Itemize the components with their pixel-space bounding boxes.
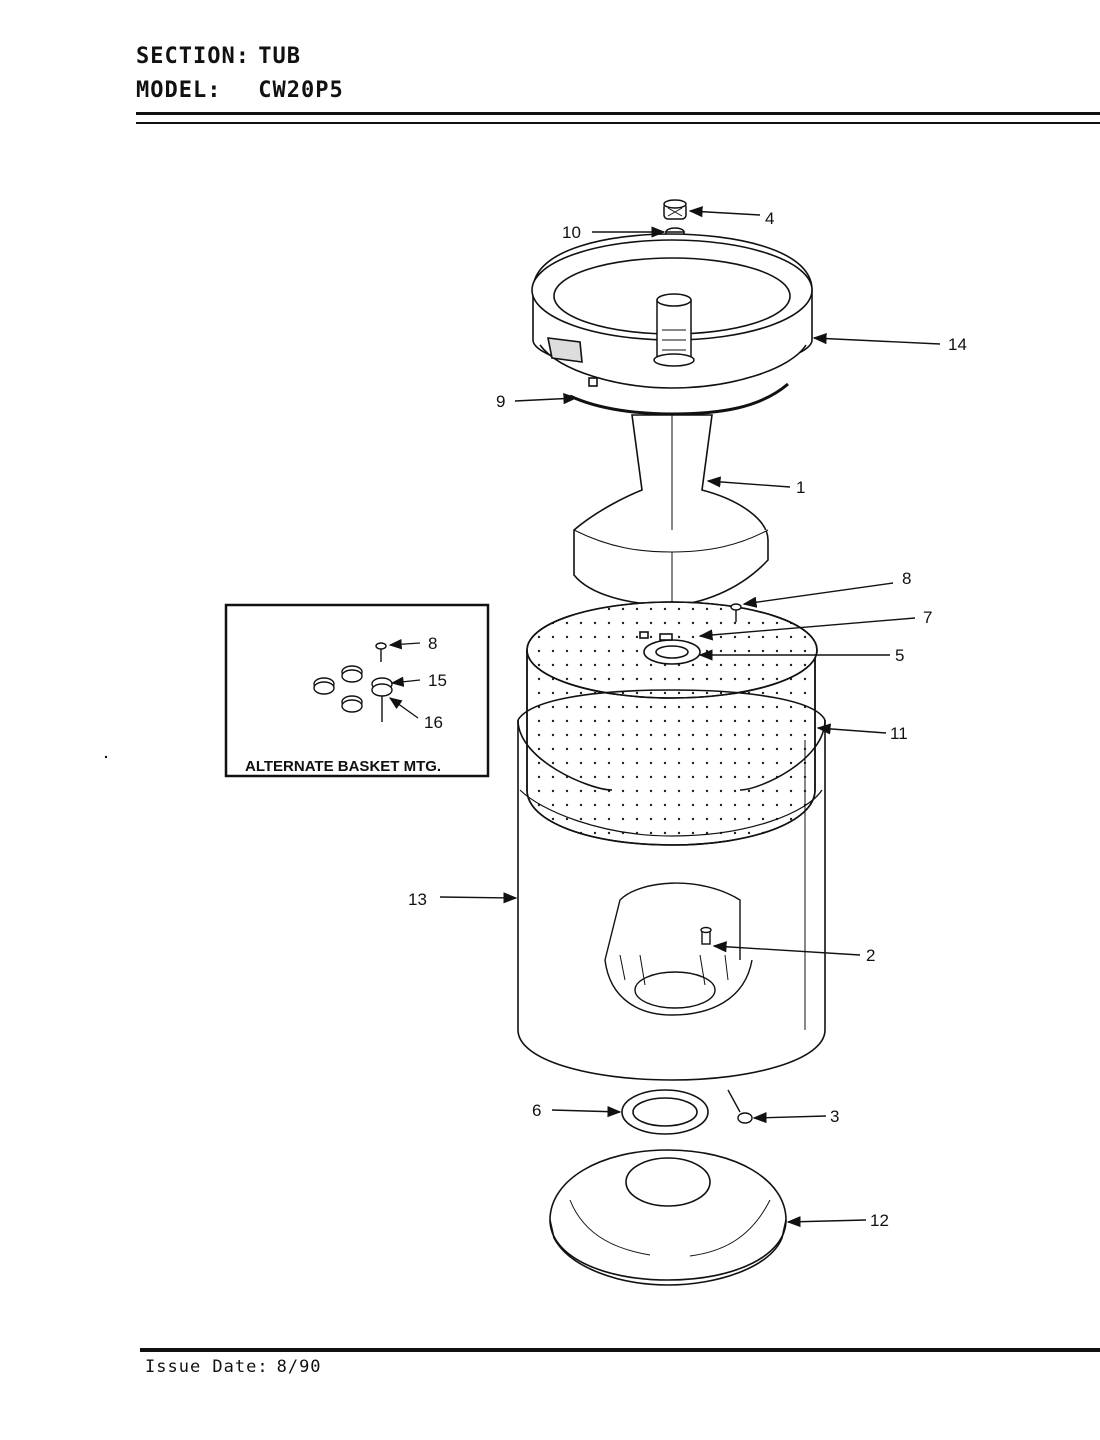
inset-alternate-basket-mtg: 8 15 16 ALTERNATE BASKET MTG.: [224, 603, 490, 778]
section-label: SECTION:: [136, 44, 250, 69]
callout-leaders: [439, 206, 941, 1228]
callout-3: 3: [830, 1107, 839, 1126]
part-8-screw: [730, 603, 742, 622]
callout-11: 11: [890, 724, 908, 743]
part-11-basket: [526, 601, 818, 846]
part-6-flange-ring: [621, 1089, 709, 1135]
callout-13: 13: [408, 890, 427, 909]
inset-callout-15: 15: [428, 671, 447, 690]
issue-value: 8/90: [276, 1357, 322, 1377]
stray-dot: [104, 755, 108, 759]
footer-rule: [140, 1348, 1100, 1352]
inset-callout-16: 16: [424, 713, 443, 732]
section-value: TUB: [258, 44, 301, 69]
part-1-agitator: [573, 414, 769, 606]
callout-4: 4: [765, 209, 774, 228]
part-9-gasket: [569, 382, 789, 416]
model-label: MODEL:: [136, 78, 222, 103]
callout-2: 2: [866, 946, 875, 965]
header-rule-bottom: [136, 122, 1100, 124]
part-4-nut: [663, 199, 687, 220]
callout-12: 12: [870, 1211, 889, 1230]
callout-5: 5: [895, 646, 904, 665]
callout-7: 7: [923, 608, 932, 627]
header-rule-top: [136, 112, 1100, 115]
model-value: CW20P5: [258, 78, 344, 103]
callout-6: 6: [532, 1101, 541, 1120]
part-12-bottom-cover: [549, 1149, 787, 1286]
callout-9: 9: [496, 392, 505, 411]
part-2-bolt-and-pump: [604, 882, 753, 1016]
callout-10: 10: [562, 223, 581, 242]
issue-date: Issue Date: 8/90: [145, 1357, 322, 1377]
inset-title: ALTERNATE BASKET MTG.: [245, 758, 441, 775]
issue-label: Issue Date:: [145, 1357, 269, 1377]
callout-8: 8: [902, 569, 911, 588]
inset-callout-8: 8: [428, 634, 437, 653]
part-3-bolt: [727, 1089, 753, 1124]
callout-1: 1: [796, 478, 805, 497]
callout-14: 14: [948, 335, 967, 354]
section-line: SECTION: TUB: [136, 44, 301, 69]
model-line: MODEL: CW20P5: [136, 78, 344, 103]
agitator-post: [653, 293, 695, 367]
